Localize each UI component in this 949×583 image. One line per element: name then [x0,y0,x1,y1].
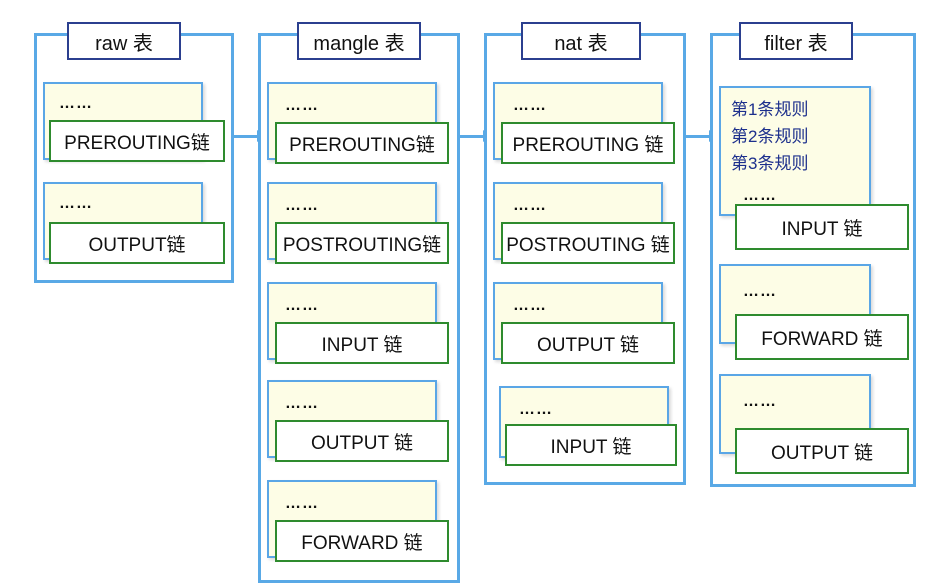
filter-table-title: filter 表 [739,22,853,60]
nat-prerouting-dots: …… [513,97,547,114]
filter-table: filter 表 第1条规则 第2条规则 第3条规则 …… INPUT 链 ……… [710,22,916,487]
filter-forward-dots: …… [743,283,777,300]
mangle-table-title: mangle 表 [297,22,421,60]
nat-input-dots: …… [519,401,553,418]
raw-prerouting-dots: …… [59,95,93,112]
filter-output-dots: …… [743,393,777,410]
mangle-forward-chain: FORWARD 链 [275,520,449,562]
nat-prerouting-chain: PREROUTING 链 [501,122,675,164]
nat-output-dots: …… [513,297,547,314]
filter-input-dots: …… [743,187,777,204]
nat-postrouting-chain: POSTROUTING 链 [501,222,675,264]
arrow-raw-to-mangle [234,130,266,142]
mangle-forward-dots: …… [285,495,319,512]
raw-output-dots: …… [59,195,93,212]
mangle-postrouting-dots: …… [285,197,319,214]
filter-rule-1: 第1条规则 [731,100,809,119]
mangle-output-dots: …… [285,395,319,412]
mangle-table: mangle 表 …… PREROUTING链 …… POSTROUTING链 … [258,22,460,583]
nat-input-chain: INPUT 链 [505,424,677,466]
mangle-postrouting-chain: POSTROUTING链 [275,222,449,264]
mangle-prerouting-chain: PREROUTING链 [275,122,449,164]
mangle-input-dots: …… [285,297,319,314]
raw-table: raw 表 …… PREROUTING链 …… OUTPUT链 [34,22,234,283]
raw-table-title: raw 表 [67,22,181,60]
mangle-input-chain: INPUT 链 [275,322,449,364]
raw-prerouting-chain: PREROUTING链 [49,120,225,162]
arrow-nat-to-filter [686,130,718,142]
raw-output-chain: OUTPUT链 [49,222,225,264]
mangle-output-chain: OUTPUT 链 [275,420,449,462]
filter-input-rule-box: 第1条规则 第2条规则 第3条规则 …… [719,86,871,216]
nat-table: nat 表 …… PREROUTING 链 …… POSTROUTING 链 …… [484,22,686,485]
nat-table-title: nat 表 [521,22,641,60]
arrow-mangle-to-nat [460,130,492,142]
mangle-prerouting-dots: …… [285,97,319,114]
filter-rule-3: 第3条规则 [731,154,809,173]
filter-output-chain: OUTPUT 链 [735,428,909,474]
filter-rules-list: 第1条规则 第2条规则 第3条规则 [731,96,808,177]
filter-forward-chain: FORWARD 链 [735,314,909,360]
nat-output-chain: OUTPUT 链 [501,322,675,364]
nat-postrouting-dots: …… [513,197,547,214]
filter-rule-2: 第2条规则 [731,127,809,146]
filter-input-chain: INPUT 链 [735,204,909,250]
